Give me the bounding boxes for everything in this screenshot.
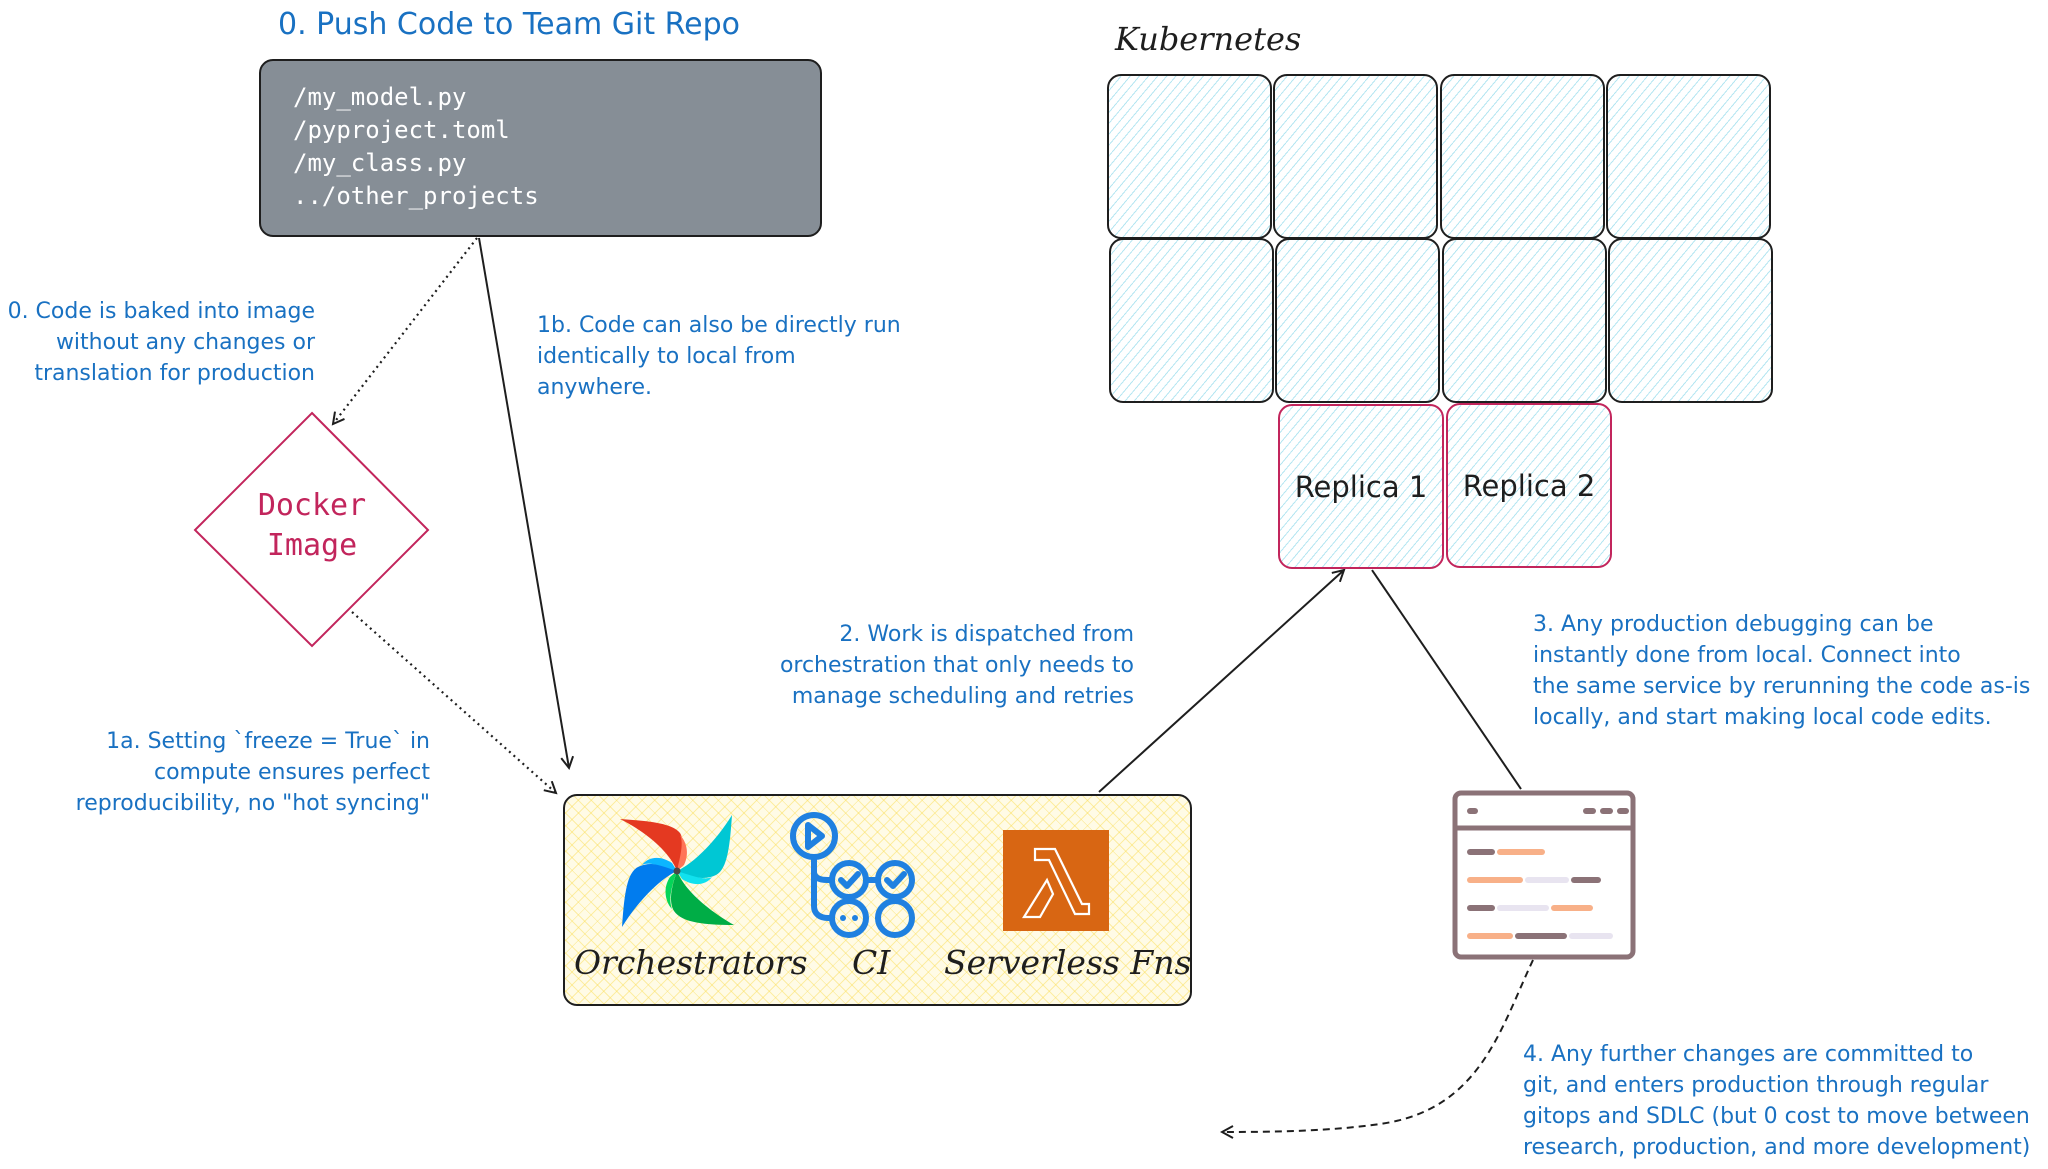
replica-2-label: Replica 2 — [1462, 468, 1596, 503]
kubernetes-node[interactable] — [1442, 238, 1607, 403]
kubernetes-node[interactable] — [1606, 74, 1771, 239]
note-line: instantly done from local. Connect into — [1533, 643, 1961, 668]
note-line: git, and enters production through regul… — [1523, 1073, 1989, 1098]
git-to-docker-arrow — [333, 237, 478, 424]
serverless-fns-label: Serverless Fns — [944, 943, 1192, 982]
note-line: 4. Any further changes are committed to — [1523, 1042, 1974, 1067]
github-actions-icon — [790, 812, 915, 938]
replica-1[interactable]: Replica 1 — [1278, 404, 1444, 569]
note-line: reproducibility, no "hot syncing" — [75, 791, 430, 816]
note-line: 1a. Setting `freeze = True` in — [106, 729, 430, 754]
kubernetes-label: Kubernetes — [1115, 20, 1302, 58]
note-line: 1b. Code can also be directly run — [537, 313, 901, 338]
kubernetes-node[interactable] — [1440, 74, 1605, 239]
note-freeze: 1a. Setting `freeze = True` in compute en… — [76, 726, 430, 819]
note-line: compute ensures perfect — [153, 760, 430, 785]
code-editor-window-icon — [1452, 790, 1636, 960]
tools-to-replica-arrow — [1098, 570, 1344, 793]
git-file: /pyproject.toml — [293, 116, 510, 144]
aws-lambda-icon — [1003, 830, 1109, 931]
git-file-list: /my_model.py/pyproject.toml/my_class.py.… — [293, 81, 539, 213]
note-direct-run: 1b. Code can also be directly run identic… — [537, 310, 901, 403]
git-file: ../other_projects — [293, 182, 539, 210]
note-line: orchestration that only needs to — [779, 653, 1134, 678]
note-line: locally, and start making local code edi… — [1533, 705, 1992, 730]
ci-label: CI — [852, 943, 891, 982]
docker-image-diamond — [193, 411, 430, 648]
git-to-tools-arrow — [478, 237, 569, 768]
note-line: 3. Any production debugging can be — [1533, 612, 1934, 637]
note-baked-into-image: 0. Code is baked into image without any c… — [8, 296, 315, 389]
note-line: translation for production — [34, 361, 315, 386]
editor-to-git-dashed-arrow — [1222, 959, 1534, 1132]
note-dispatch: 2. Work is dispatched from orchestration … — [780, 619, 1134, 712]
note-gitops: 4. Any further changes are committed to g… — [1523, 1039, 2030, 1163]
orchestrators-label: Orchestrators — [574, 943, 808, 982]
note-debugging: 3. Any production debugging can be instan… — [1533, 609, 2030, 733]
kubernetes-node[interactable] — [1109, 238, 1274, 403]
note-line: the same service by rerunning the code a… — [1533, 674, 2031, 699]
git-file: /my_class.py — [293, 149, 467, 177]
note-line: research, production, and more developme… — [1523, 1135, 2031, 1160]
airflow-pinwheel-icon — [620, 815, 734, 927]
note-line: gitops and SDLC (but 0 cost to move betw… — [1523, 1104, 2030, 1129]
docker-image-label: Docker Image — [257, 488, 367, 563]
kubernetes-node[interactable] — [1608, 238, 1773, 403]
git-repo-box: /my_model.py/pyproject.toml/my_class.py.… — [259, 59, 822, 237]
note-line: anywhere. — [537, 375, 653, 400]
note-line: without any changes or — [55, 330, 315, 355]
kubernetes-node[interactable] — [1275, 238, 1440, 403]
kubernetes-node[interactable] — [1273, 74, 1438, 239]
note-line: 0. Code is baked into image — [7, 299, 315, 324]
git-file: /my_model.py — [293, 83, 467, 111]
replica-1-label: Replica 1 — [1294, 469, 1428, 504]
replica-to-editor-line — [1371, 569, 1522, 790]
git-repo-title: 0. Push Code to Team Git Repo — [278, 7, 740, 42]
note-line: identically to local from — [537, 344, 796, 369]
kubernetes-node[interactable] — [1107, 74, 1272, 239]
note-line: manage scheduling and retries — [791, 684, 1134, 709]
note-line: 2. Work is dispatched from — [839, 622, 1134, 647]
replica-2[interactable]: Replica 2 — [1446, 403, 1612, 568]
